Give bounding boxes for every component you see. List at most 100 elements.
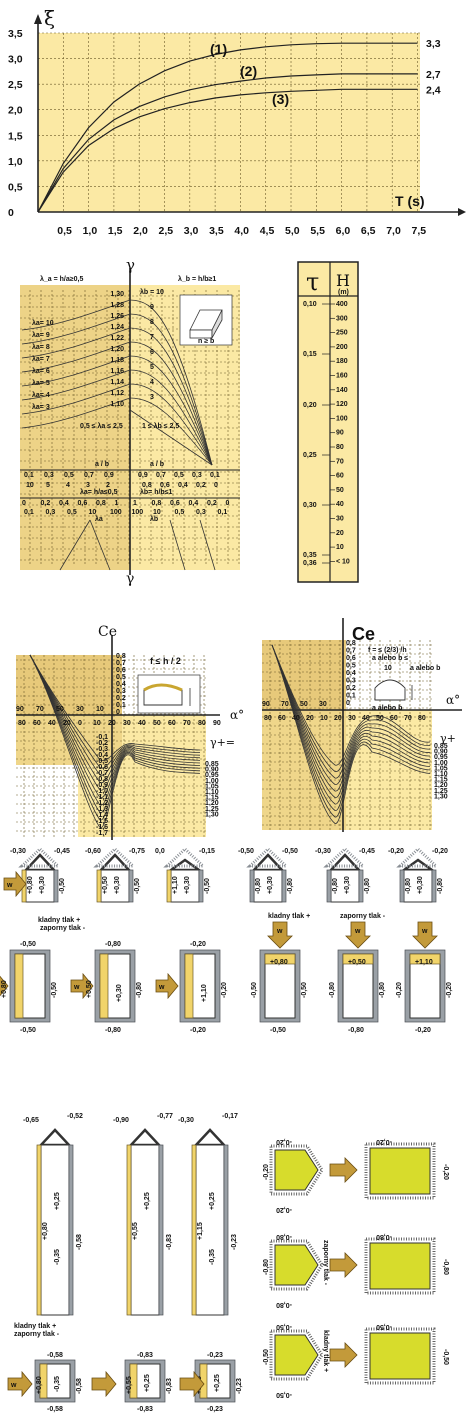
plan-pressure-face: [409, 953, 441, 965]
ce-left-alpha-top: 70: [36, 706, 44, 713]
h-value: 200: [336, 344, 348, 351]
ce-left-curve: [29, 654, 201, 798]
ce-left-gamma-value: 1,05: [205, 783, 219, 790]
tall-plan-mid: -0,35: [54, 1376, 61, 1392]
ce-right-curve: [271, 644, 431, 792]
h-value: 50: [336, 487, 344, 494]
xi-x-tick: 5,0: [285, 225, 300, 237]
ce-right-curve: [271, 644, 431, 785]
gamma-left-lambda: λa= 9: [32, 331, 50, 339]
tall-plan-top: -0,58: [47, 1352, 63, 1359]
ce-right-curve: [271, 644, 431, 811]
gamma-right-curve: [129, 383, 213, 466]
plan-wind-label: w: [158, 984, 165, 991]
tall-left-face: [191, 1144, 197, 1316]
load-mid: +0,30: [184, 876, 191, 894]
ce-left-y-neg: -0,6: [96, 764, 108, 771]
h-value: 30: [336, 516, 344, 523]
tall-zaporny: zaporny tlak -: [14, 1331, 60, 1338]
ce-left-alpha-label: α°: [230, 708, 244, 722]
h-value: 40: [336, 501, 344, 508]
ce-right-alpha-label: α°: [446, 693, 460, 707]
gamma-left-lambda: λa= 5: [32, 379, 50, 387]
load-top-left: -0,60: [85, 848, 101, 855]
load-wall-right: -0,80: [364, 878, 371, 894]
gamma-row2-right: 0,6: [160, 482, 170, 489]
plan-inner: [342, 953, 374, 1019]
gamma-row2-right: 0,2: [196, 482, 206, 489]
tall-building: -0,90-0,77+0,55+0,25-0,83: [113, 1113, 173, 1316]
gamma-bottom-line: [89, 519, 111, 571]
tall-top-right: -0,77: [157, 1113, 173, 1120]
tall-top-left: -0,30: [178, 1117, 194, 1124]
ce-right-gamma-value: 1,10: [434, 771, 448, 778]
h-value: 140: [336, 387, 348, 394]
ce-right-cond-den: 10: [384, 665, 392, 672]
xi-series-name: (1): [210, 41, 227, 57]
plan-view: w-0,80+0,50-0,80-0,80: [329, 921, 386, 1034]
load-wall-left: -0,80: [255, 878, 262, 894]
ce-left-y-pos: 0: [116, 709, 120, 716]
side-shape-right-hatch: [364, 1237, 436, 1295]
ce-left-gamma-value: 0,85: [205, 761, 219, 768]
ce-right-alpha-bottom: 80: [418, 715, 426, 722]
ce-right-alpha-bottom: 10: [320, 715, 328, 722]
load-wall-left: -0,80: [332, 878, 339, 894]
ce-right-y-pos: 0,8: [346, 640, 356, 647]
tall-roof: [128, 1128, 162, 1147]
load-top-left: -0,30: [10, 848, 26, 855]
h-value: 400: [336, 301, 348, 308]
xi-x-tick: 7,0: [386, 225, 401, 237]
load-wall-left: -0,80: [405, 878, 412, 894]
ce-left-alpha-bottom: 80: [198, 720, 206, 727]
load-top-left: -0,50: [238, 848, 254, 855]
gamma-scale-tick: 1,20: [110, 346, 124, 353]
ce-right-cond1: f = ≤ (2/3) /h: [368, 647, 407, 654]
ce-right-chart: Ce f = ≤ (2/3) /h a alebo b ≤ a alebo b …: [262, 618, 462, 832]
side-label-top-right: -0,80: [376, 1233, 392, 1240]
side-label-bottom: -0,50: [276, 1391, 292, 1398]
ce-left-y-neg: -0,9: [96, 782, 108, 789]
ce-left-alpha-bottom: 40: [48, 720, 56, 727]
h-value: 100: [336, 415, 348, 422]
load-right-face: [53, 869, 59, 903]
ce-left-alpha-bottom: 10: [93, 720, 101, 727]
plan-view: w-0,20+1,10-0,20-0,20: [396, 921, 453, 1034]
plan-top: -0,80: [105, 941, 121, 948]
gamma-row1-left: 0,5: [64, 472, 74, 479]
gamma-lam-a: λa: [95, 515, 103, 523]
gamma-row2-left: 5: [46, 482, 50, 489]
ce-left-curve: [29, 654, 201, 783]
gamma-row1-left: 0,3: [44, 472, 54, 479]
xi-chart-area: [38, 33, 420, 212]
tall-wall-right: -0,83: [166, 1234, 173, 1250]
ce-right-gamma-value: 1,20: [434, 782, 448, 789]
ce-right-alpha-bottom: 60: [390, 715, 398, 722]
load-left-face: [96, 869, 102, 903]
plan-pressure-face: [264, 953, 296, 965]
ce-right-y-pos: 0,4: [346, 670, 356, 677]
gamma-curves: [21, 299, 216, 571]
plan-bottom: -0,50: [270, 1027, 286, 1034]
xi-x-tick: 5,5: [310, 225, 325, 237]
tau-value: 0,30: [303, 502, 317, 509]
side-label-right: -0,80: [442, 1259, 449, 1275]
ce-right-gamma-value: 0,95: [434, 754, 448, 761]
gamma-left-curve: [21, 383, 131, 415]
ce-right-curve: [271, 644, 431, 779]
load-building: -0,30-0,45-0,80+0,30-0,80: [315, 846, 375, 903]
ce-right-cond2: a alebo b ≤: [372, 655, 408, 662]
ce-right-alpha-bottom: 20: [306, 715, 314, 722]
side-label-top: -0,20: [276, 1138, 292, 1145]
gamma-right-lambda: 6: [150, 349, 154, 356]
gamma-top-symbol: γ: [126, 256, 135, 274]
ce-right-title: Ce: [352, 624, 375, 644]
load-left-face: [249, 869, 255, 903]
tall-plan-right: -0,23: [236, 1378, 243, 1394]
plan-pressure-face: [184, 953, 194, 1019]
load-top-right: -0,45: [359, 848, 375, 855]
ce-right-box-label: a alebo b: [372, 705, 402, 712]
side-arrow: [329, 1342, 358, 1368]
